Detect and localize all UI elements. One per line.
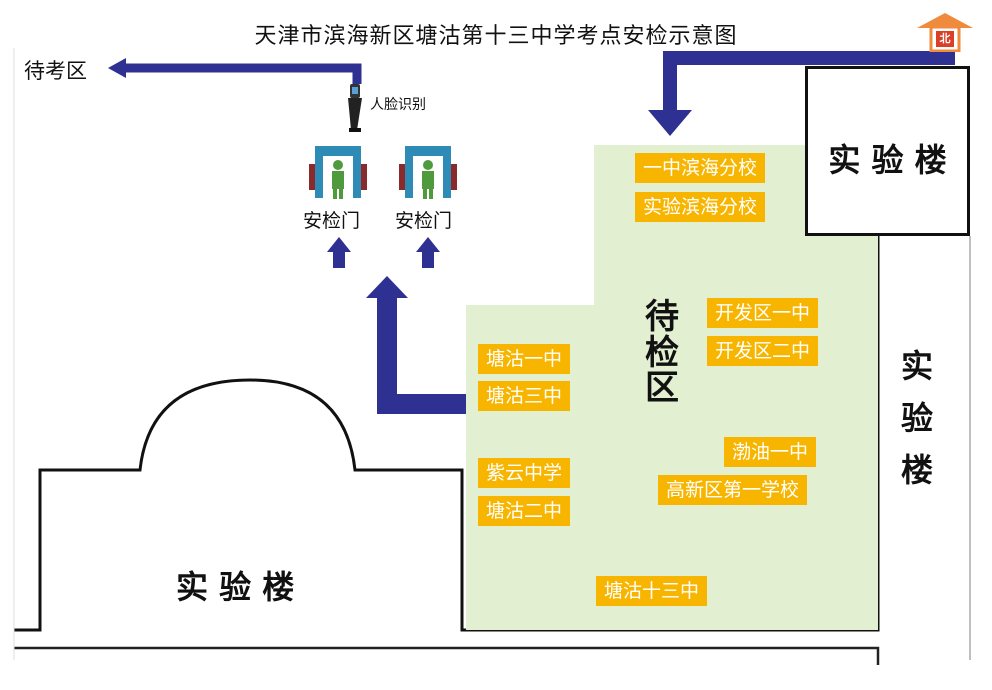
waiting-exam-area-label: 待考区: [24, 59, 87, 83]
arrow-gate-2-head: [416, 237, 440, 252]
school-label: 一中滨海分校: [635, 153, 766, 183]
building-left-label: 实 验 楼: [176, 568, 295, 606]
school-label: 塘沽十三中: [596, 576, 708, 606]
diagram-title: 天津市滨海新区塘沽第十三中学考点安检示意图: [254, 24, 738, 49]
arrow-entry: [663, 51, 955, 112]
arrow-gate-1-head: [327, 237, 351, 252]
waiting-check-char: 区: [645, 368, 679, 409]
security-gate-icon: [309, 146, 367, 199]
building-top-right-label: 实 验 楼: [828, 141, 947, 179]
waiting-check-label: 待 检 区: [640, 297, 684, 409]
school-label: 塘沽三中: [478, 381, 571, 411]
school-label: 开发区二中: [707, 336, 819, 366]
security-gate-icon: [399, 146, 457, 199]
school-label: 紫云中学: [478, 458, 571, 488]
arrow-entry-head: [648, 110, 692, 136]
school-label: 渤油一中: [724, 437, 817, 467]
school-label: 高新区第一学校: [658, 475, 808, 505]
kiosk-icon: [348, 84, 362, 132]
school-label: 实验滨海分校: [635, 192, 766, 222]
building-right-char: 验: [900, 399, 933, 437]
building-top-right: 实 验 楼: [805, 66, 970, 236]
arrow-to-exam-head: [108, 58, 126, 78]
arrow-to-exam: [124, 63, 362, 84]
north-label: 北: [939, 32, 951, 45]
zone-notch: [466, 145, 594, 305]
waiting-check-char: 检: [645, 332, 679, 373]
building-right-char: 实: [900, 347, 933, 385]
arrow-to-gates: [377, 296, 466, 414]
face-recognition-label: 人脸识别: [370, 97, 426, 113]
waiting-check-char: 待: [645, 297, 679, 337]
school-label: 开发区一中: [707, 298, 819, 328]
building-right-char: 楼: [900, 451, 933, 489]
arrow-to-gates-head: [366, 276, 408, 298]
gate-label: 安检门: [395, 210, 453, 232]
school-label: 塘沽二中: [478, 496, 571, 526]
school-label: 塘沽一中: [478, 344, 571, 374]
building-right-label: 实 验 楼: [897, 340, 937, 496]
arrow-gate-1: [333, 250, 345, 268]
arrow-gate-2: [422, 250, 434, 268]
gate-label: 安检门: [303, 210, 361, 232]
north-arrow-icon: [917, 13, 973, 52]
